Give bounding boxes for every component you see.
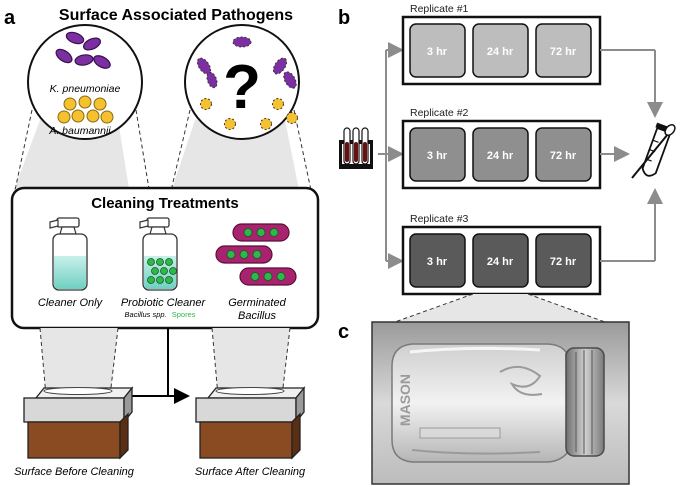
panel-label-b: b <box>338 7 350 29</box>
time-box <box>472 233 529 288</box>
lower-cone-left <box>40 328 118 398</box>
time-label: 24 hr <box>487 256 514 268</box>
time-box <box>409 127 466 182</box>
probiotic-sub-label: Bacillus spp. Spores <box>125 310 196 319</box>
dead-a-baumannii <box>200 98 298 130</box>
treatment-arrow <box>167 328 190 404</box>
test-tube-rack-icon <box>339 127 373 169</box>
cone-line <box>109 327 119 397</box>
zoom-cone <box>395 294 605 322</box>
swab-icon <box>631 123 676 179</box>
panel-label-c: c <box>338 321 349 343</box>
a-baumannii-cluster <box>57 95 114 124</box>
cone-line <box>39 327 47 397</box>
projection-cone-right <box>170 120 300 195</box>
time-box <box>409 23 466 78</box>
replicate-1: Replicate #1 3 hr 24 hr 72 hr <box>401 3 602 86</box>
lower-cone-right <box>212 328 290 398</box>
replicate-3: Replicate #3 3 hr 24 hr 72 hr <box>401 213 602 296</box>
k-pneumoniae-cluster <box>55 31 111 69</box>
panel-label-a: a <box>4 7 16 29</box>
germinated-bacillus-label-2: Bacillus <box>238 310 276 322</box>
cone-line <box>135 109 151 196</box>
surface-after-label: Surface After Cleaning <box>195 466 306 478</box>
cone-line <box>211 327 219 397</box>
germinated-bacillus-icon <box>215 223 297 286</box>
cone-line <box>281 327 291 397</box>
projection-cone-left <box>12 120 130 195</box>
time-box <box>535 233 592 288</box>
replicate-title: Replicate #1 <box>410 3 469 15</box>
time-label: 3 hr <box>427 256 448 268</box>
cleaner-only-label: Cleaner Only <box>38 297 104 309</box>
spray-bottle-cleaner-only-icon <box>49 217 88 291</box>
spores-label: Spores <box>172 310 196 319</box>
time-box <box>472 127 529 182</box>
panel-a-title: Surface Associated Pathogens <box>59 7 293 24</box>
time-label: 72 hr <box>550 256 577 268</box>
time-label: 24 hr <box>487 150 514 162</box>
a-baumannii-label: A. baumannii <box>48 125 111 137</box>
replicate-title: Replicate #3 <box>410 213 469 225</box>
question-mark: ? <box>223 53 261 122</box>
probiotic-cleaner-label: Probiotic Cleaner <box>121 297 207 309</box>
time-box <box>535 127 592 182</box>
cleaning-treatments-title: Cleaning Treatments <box>91 195 239 212</box>
pathogen-circle-before <box>27 24 143 140</box>
jar-embossed-text: MASON <box>397 374 413 426</box>
surface-before-icon <box>23 386 134 460</box>
time-label: 72 hr <box>550 46 577 58</box>
mason-jar-photo <box>371 321 630 485</box>
bacillus-spp-label: Bacillus spp. <box>125 310 167 319</box>
time-box <box>409 233 466 288</box>
time-box <box>472 23 529 78</box>
time-label: 24 hr <box>487 46 514 58</box>
cone-line <box>13 109 33 196</box>
surface-before-label: Surface Before Cleaning <box>14 466 135 478</box>
germinated-bacillus-label-1: Germinated <box>228 297 286 309</box>
pathogen-circle-after <box>184 24 300 140</box>
surface-after-icon <box>195 386 306 460</box>
time-label: 72 hr <box>550 150 577 162</box>
spray-bottle-probiotic-icon <box>139 217 178 291</box>
time-label: 3 hr <box>427 46 448 58</box>
time-label: 3 hr <box>427 150 448 162</box>
cone-line <box>293 109 313 196</box>
replicate-2: Replicate #2 3 hr 24 hr 72 hr <box>401 107 602 190</box>
dead-k-pneumoniae <box>196 36 297 89</box>
replicate-title: Replicate #2 <box>410 107 469 119</box>
time-box <box>535 23 592 78</box>
cone-line <box>169 109 191 196</box>
k-pneumoniae-label: K. pneumoniae <box>50 83 121 95</box>
